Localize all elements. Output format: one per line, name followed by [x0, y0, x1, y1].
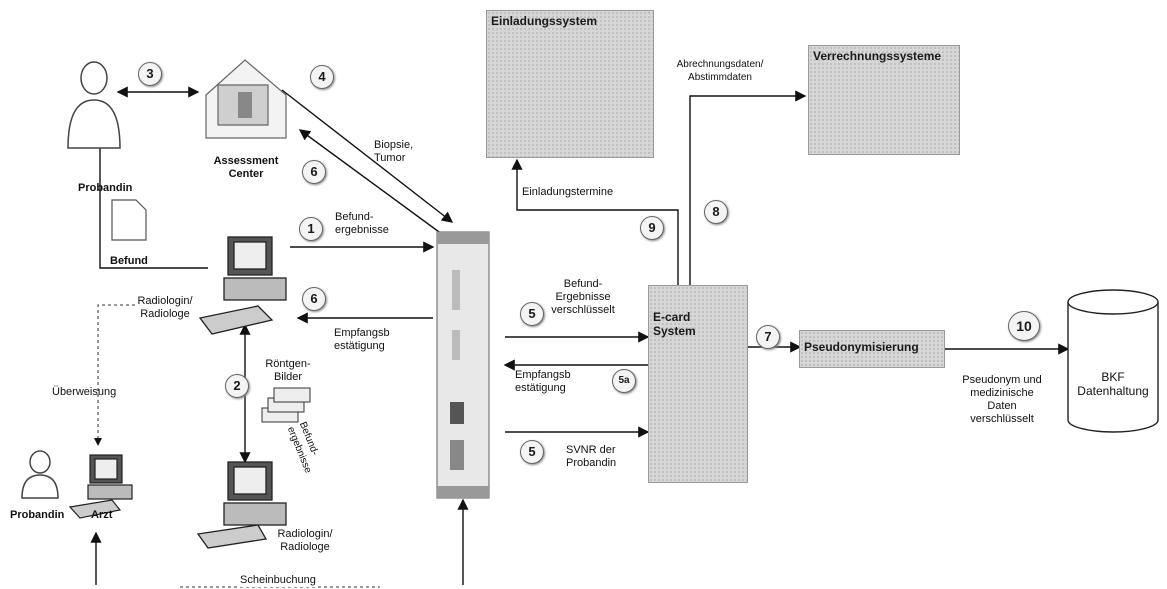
step-badge: 2	[225, 374, 249, 398]
arzt-label: Arzt	[91, 509, 112, 522]
ecard-system-box: E-card System	[648, 285, 748, 483]
step-badge: 1	[299, 217, 323, 241]
step-badge: 6	[302, 160, 326, 184]
step-badge: 3	[138, 62, 162, 86]
radiologin-bottom-label: Radiologin/ Radiologe	[267, 528, 343, 554]
ueberweisung-label: Überweisung	[52, 386, 116, 399]
step-badge: 9	[640, 216, 664, 240]
box-title: Verrechnungssysteme	[813, 49, 941, 63]
empfangsbestaetigung-2-label: Empfangsb estätigung	[515, 369, 571, 395]
step-badge: 7	[756, 325, 780, 349]
probandin-top-label: Probandin	[78, 182, 132, 195]
assessment-center-label: Assessment Center	[208, 155, 284, 181]
bkf-label: BKF Datenhaltung	[1073, 370, 1153, 398]
pseudonymisierung-box: Pseudonymisierung	[799, 330, 945, 368]
box-title: E-card System	[653, 310, 696, 338]
befund-label: Befund	[110, 255, 148, 268]
step-badge: 5	[520, 302, 544, 326]
scheinbuchung-label: Scheinbuchung	[238, 574, 318, 587]
roentgen-bilder-label: Röntgen- Bilder	[258, 358, 318, 384]
verrechnungssysteme-box: Verrechnungssysteme	[808, 45, 960, 155]
step-badge: 5a	[612, 369, 636, 393]
befund-verschluesselt-label: Befund- Ergebnisse verschlüsselt	[540, 278, 626, 317]
einladungssystem-box: Einladungssystem	[486, 10, 654, 158]
step-badge: 5	[520, 440, 544, 464]
step-badge: 10	[1008, 311, 1040, 341]
empfangsbestaetigung-label: Empfangsb estätigung	[334, 327, 390, 353]
box-title: Einladungssystem	[491, 14, 597, 28]
step-badge: 4	[310, 65, 334, 89]
svnr-label: SVNR der Probandin	[566, 444, 616, 470]
einladungstermine-label: Einladungstermine	[522, 186, 613, 199]
box-title: Pseudonymisierung	[804, 340, 919, 354]
pseudonym-label: Pseudonym und medizinische Daten verschl…	[948, 374, 1056, 426]
abrechnung-label: Abrechnungsdaten/ Abstimmdaten	[664, 58, 776, 84]
step-badge: 6	[302, 287, 326, 311]
probandin-bottom-label: Probandin	[10, 509, 64, 522]
step-badge: 8	[704, 200, 728, 224]
radiologin-top-label: Radiologin/ Radiologe	[127, 295, 203, 321]
biopsie-label: Biopsie, Tumor	[374, 139, 413, 165]
befund-ergebnisse-label: Befund- ergebnisse	[335, 211, 389, 237]
